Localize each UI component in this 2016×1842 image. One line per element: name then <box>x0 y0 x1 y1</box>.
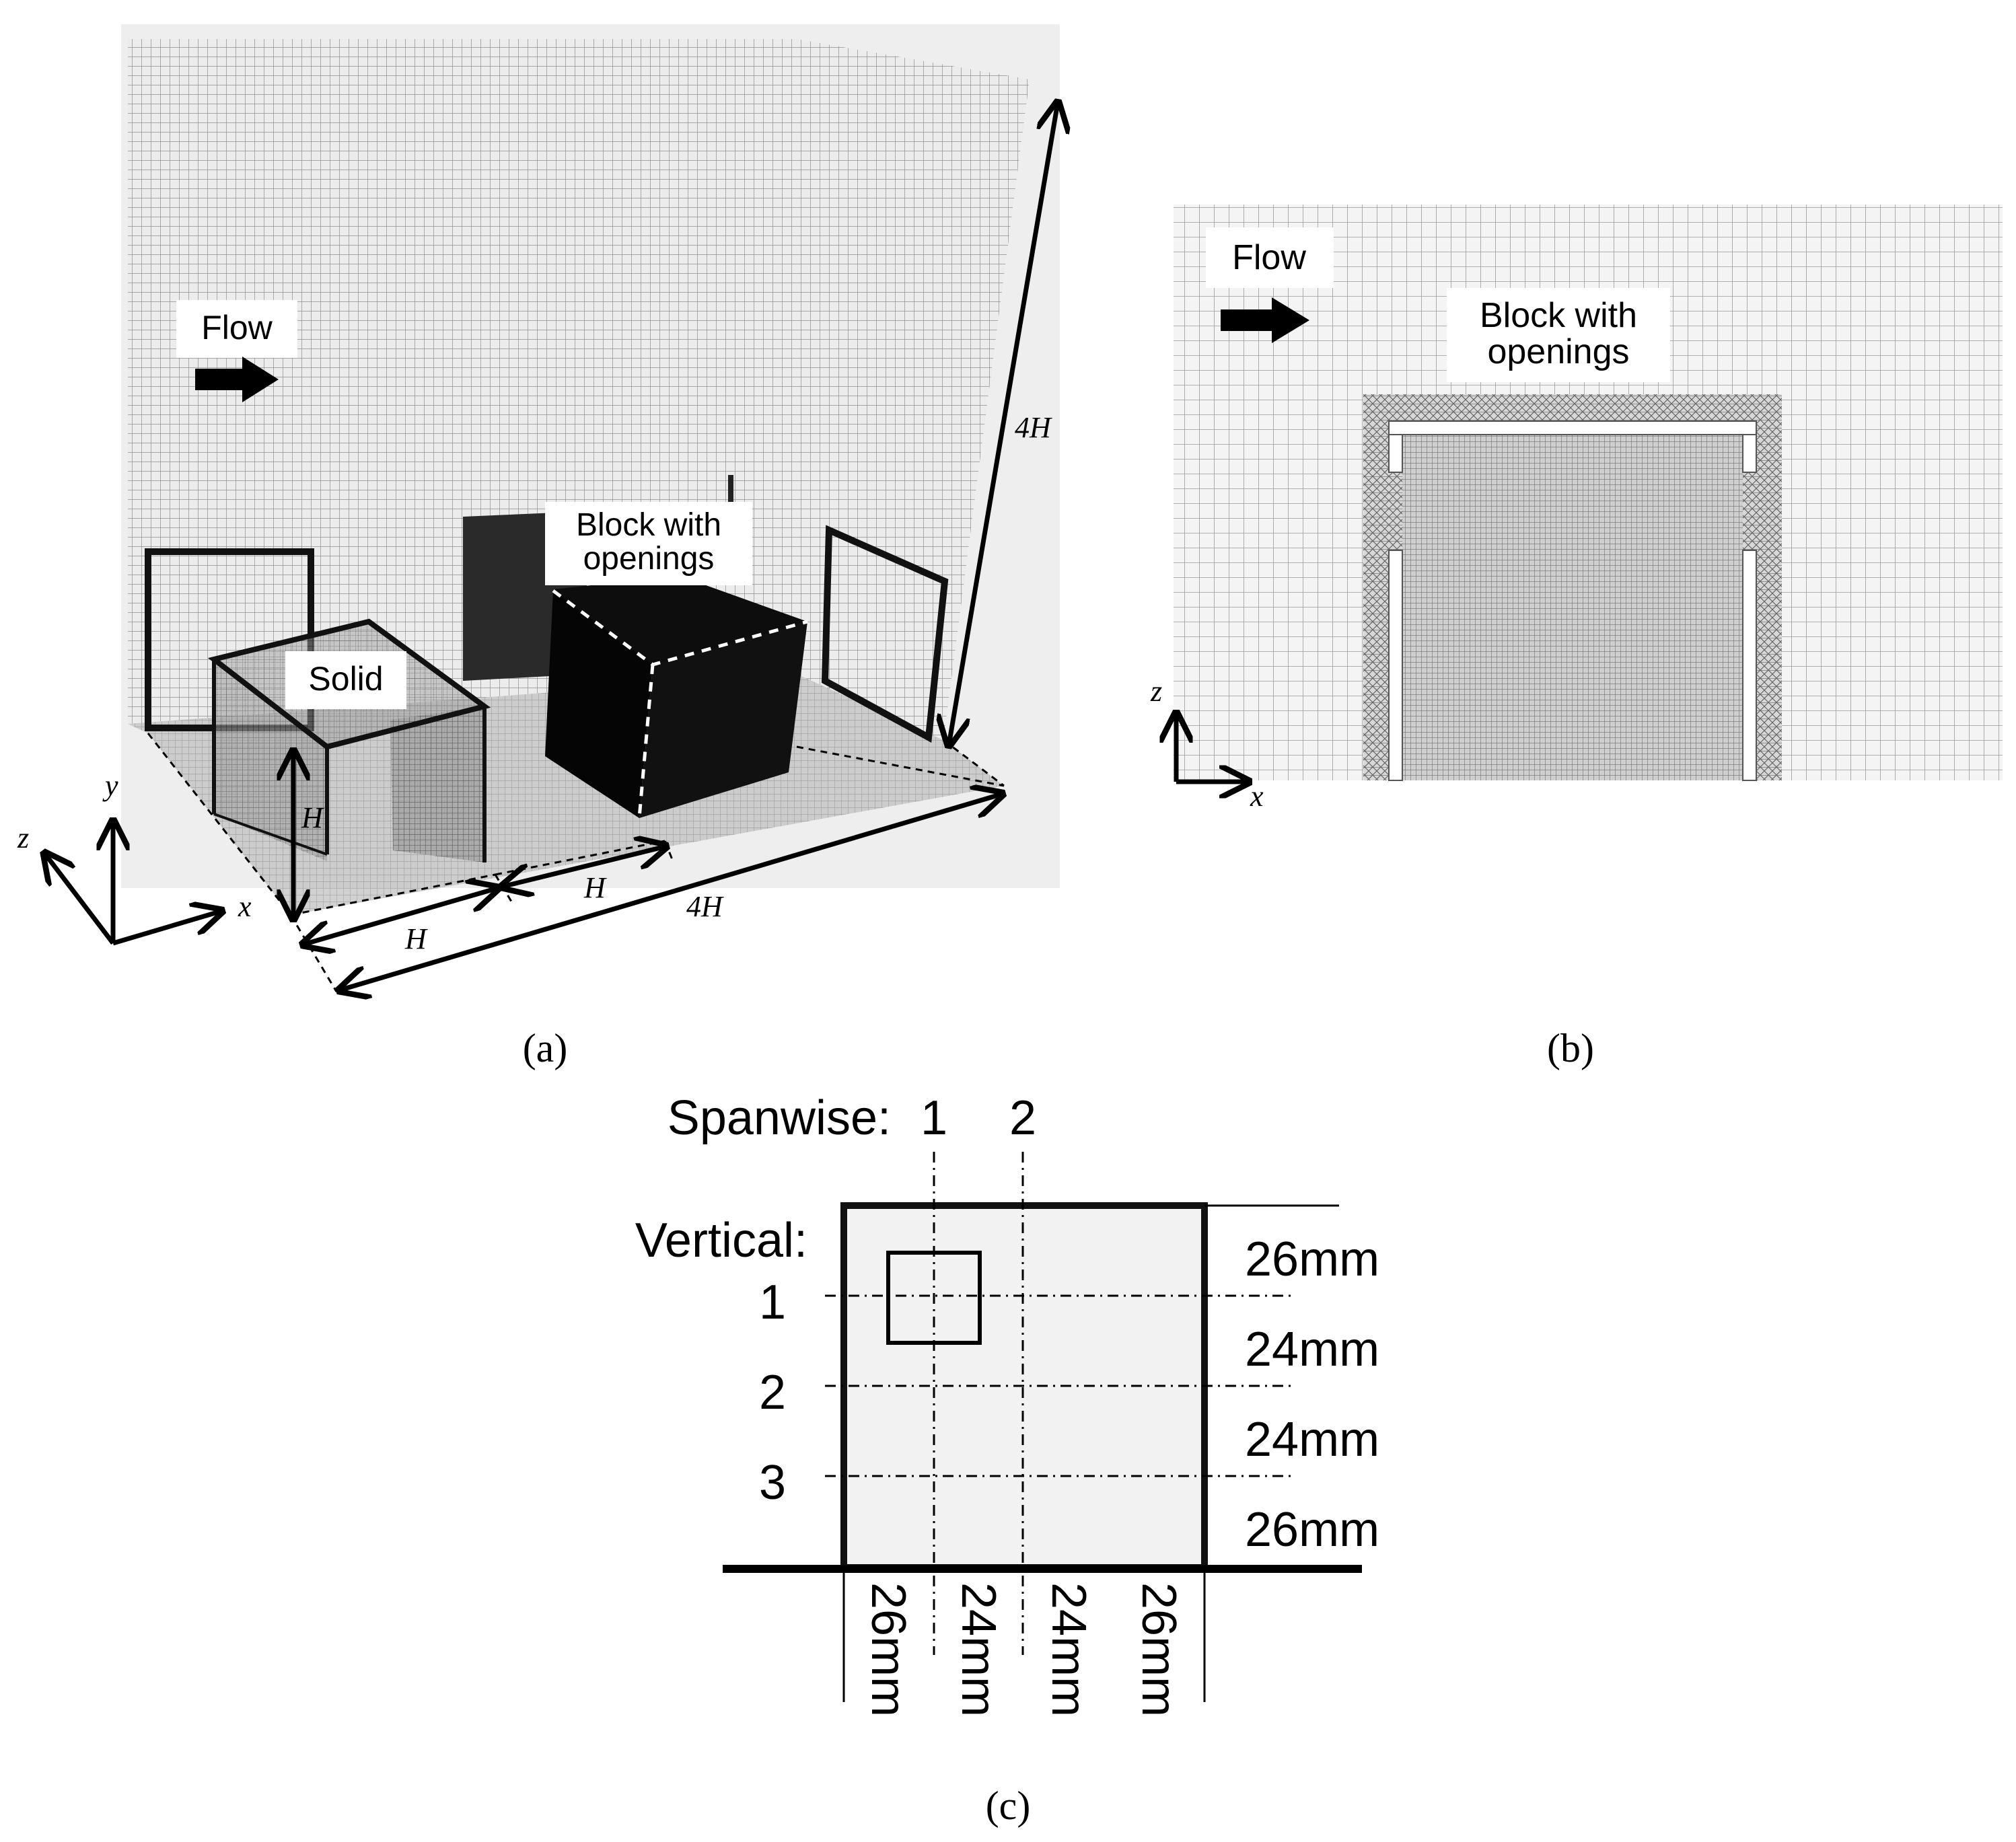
right-dim-4: 26mm <box>1245 1503 1379 1557</box>
panel-c: Spanwise: 1 2 Vertical: 1 2 3 26mm 24mm … <box>635 1091 1379 1828</box>
spanwise-label: Spanwise: <box>668 1091 891 1145</box>
axis-z-label-b: z <box>1150 675 1162 708</box>
vertical-label: Vertical: <box>635 1214 807 1267</box>
block-interior-mesh <box>1402 435 1743 780</box>
bottom-dim-3: 24mm <box>1042 1582 1095 1717</box>
right-dim-1: 26mm <box>1245 1232 1379 1286</box>
solid-label: Solid <box>285 651 406 709</box>
block-label-b-line1: Block with <box>1480 296 1637 335</box>
flow-label-b-text: Flow <box>1232 238 1306 277</box>
dim-h-height-label: H <box>301 801 324 834</box>
dim-4h-horizontal-label: 4H <box>686 890 724 923</box>
axis-z-label: z <box>17 821 29 854</box>
block-with-openings <box>545 576 808 819</box>
block-label-line2: openings <box>583 541 715 577</box>
flow-arrow-b <box>1221 297 1309 343</box>
block-walls-b <box>1388 420 1757 781</box>
dim-h-width-label: H <box>404 922 428 955</box>
right-dim-2: 24mm <box>1245 1323 1379 1376</box>
caption-c: (c) <box>986 1783 1031 1828</box>
vertical-3-label: 3 <box>759 1456 786 1510</box>
measurement-lines <box>825 1152 1291 1655</box>
flow-label-a: Flow <box>176 300 297 358</box>
flow-label-b: Flow <box>1206 227 1334 288</box>
side-window <box>821 525 949 743</box>
bottom-dim-2: 24mm <box>951 1582 1005 1717</box>
block-label-b-line2: openings <box>1487 332 1629 371</box>
right-dim-3: 24mm <box>1245 1413 1379 1467</box>
spanwise-1-label: 1 <box>921 1091 947 1145</box>
caption-b: (b) <box>1547 1026 1594 1070</box>
flow-arrow-a <box>195 357 279 402</box>
solid-label-text: Solid <box>308 660 383 698</box>
bottom-dim-1: 26mm <box>861 1582 915 1717</box>
axis-y-label: y <box>102 769 118 802</box>
bottom-dim-4: 26mm <box>1132 1582 1186 1717</box>
block-label-line1: Block with <box>576 507 721 543</box>
panel-a: Flow Solid Block with openings 4H H H H … <box>17 24 1060 1070</box>
vertical-2-label: 2 <box>759 1366 786 1420</box>
spanwise-2-label: 2 <box>1009 1091 1036 1145</box>
vertical-1-label: 1 <box>759 1276 786 1329</box>
panel-b: Flow Block with openings z x (b) <box>1150 205 2003 1070</box>
axis-x-label-b: x <box>1250 780 1264 813</box>
flow-label-text: Flow <box>201 309 273 346</box>
caption-a: (a) <box>523 1026 568 1070</box>
axes-triad-a: y x z <box>17 769 252 946</box>
dim-4h-vertical-label: 4H <box>1015 411 1052 444</box>
dim-4h-vertical-line <box>949 102 1058 745</box>
dim-4h-horizontal-line <box>339 794 1003 990</box>
dim-h-gap-label: H <box>583 871 607 904</box>
block-label-b: Block with openings <box>1447 288 1670 382</box>
axes-triad-b: z x <box>1150 675 1264 813</box>
axis-x-label: x <box>238 890 252 923</box>
block-label-a: Block with openings <box>545 502 752 585</box>
